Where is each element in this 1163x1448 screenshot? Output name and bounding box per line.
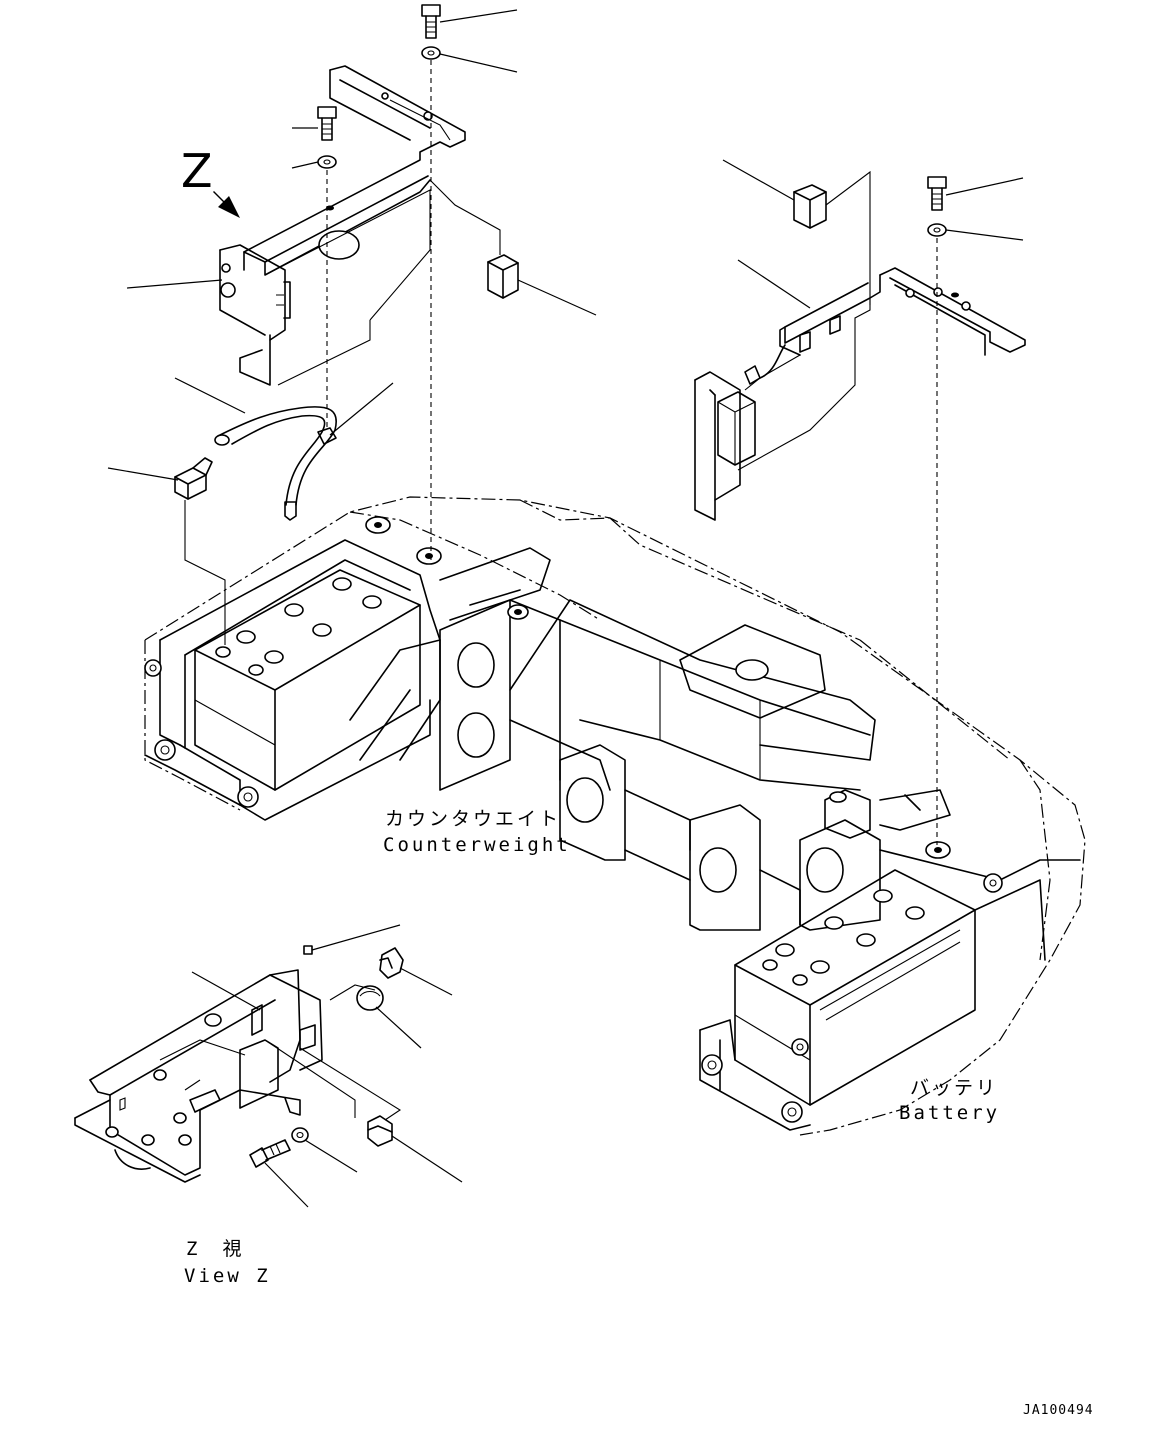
view-z-detail	[74, 969, 323, 1183]
battery-terminal-group-left	[215, 577, 382, 676]
view-z-arrow-icon	[205, 191, 240, 218]
battery-label-jp: バッテリ	[910, 1077, 999, 1099]
rubber-block-left	[487, 254, 519, 299]
rubber-block-right	[793, 184, 827, 229]
view-z-washer	[291, 1127, 309, 1143]
counterweight-label-jp: カウンタウエイト	[385, 808, 562, 830]
counterweight-frame	[144, 496, 1086, 1136]
washer-top-right	[927, 223, 947, 237]
view-z-bolt	[249, 1139, 291, 1168]
view-z-cap	[356, 985, 384, 1011]
bolt-top-right	[927, 176, 947, 211]
view-marker-label: Z	[181, 144, 213, 198]
bolt-top-left	[421, 4, 441, 39]
battery-label-en: Battery	[899, 1102, 1001, 1124]
drawing-code: JA100494	[1023, 1403, 1094, 1418]
counterweight-label-en: Counterweight	[383, 834, 571, 856]
bolt-mid-left	[317, 106, 337, 141]
view-z-label-jp: Z 視	[186, 1238, 245, 1260]
battery-terminal-group-right	[762, 889, 925, 986]
view-z-clip-top	[379, 947, 404, 979]
right-bracket-assembly	[694, 267, 1026, 521]
battery-cable	[214, 406, 337, 521]
view-z-label-en: View Z	[184, 1265, 271, 1287]
leader-lines	[107, 9, 1024, 1208]
cable-clip	[317, 427, 337, 445]
view-z-clip-bottom	[367, 1115, 393, 1147]
left-bracket-assembly	[219, 65, 466, 386]
washer-top-left	[421, 46, 441, 60]
view-z-square-marker	[303, 945, 313, 955]
terminal-connector-left	[174, 457, 213, 500]
washer-mid-left	[317, 155, 337, 169]
